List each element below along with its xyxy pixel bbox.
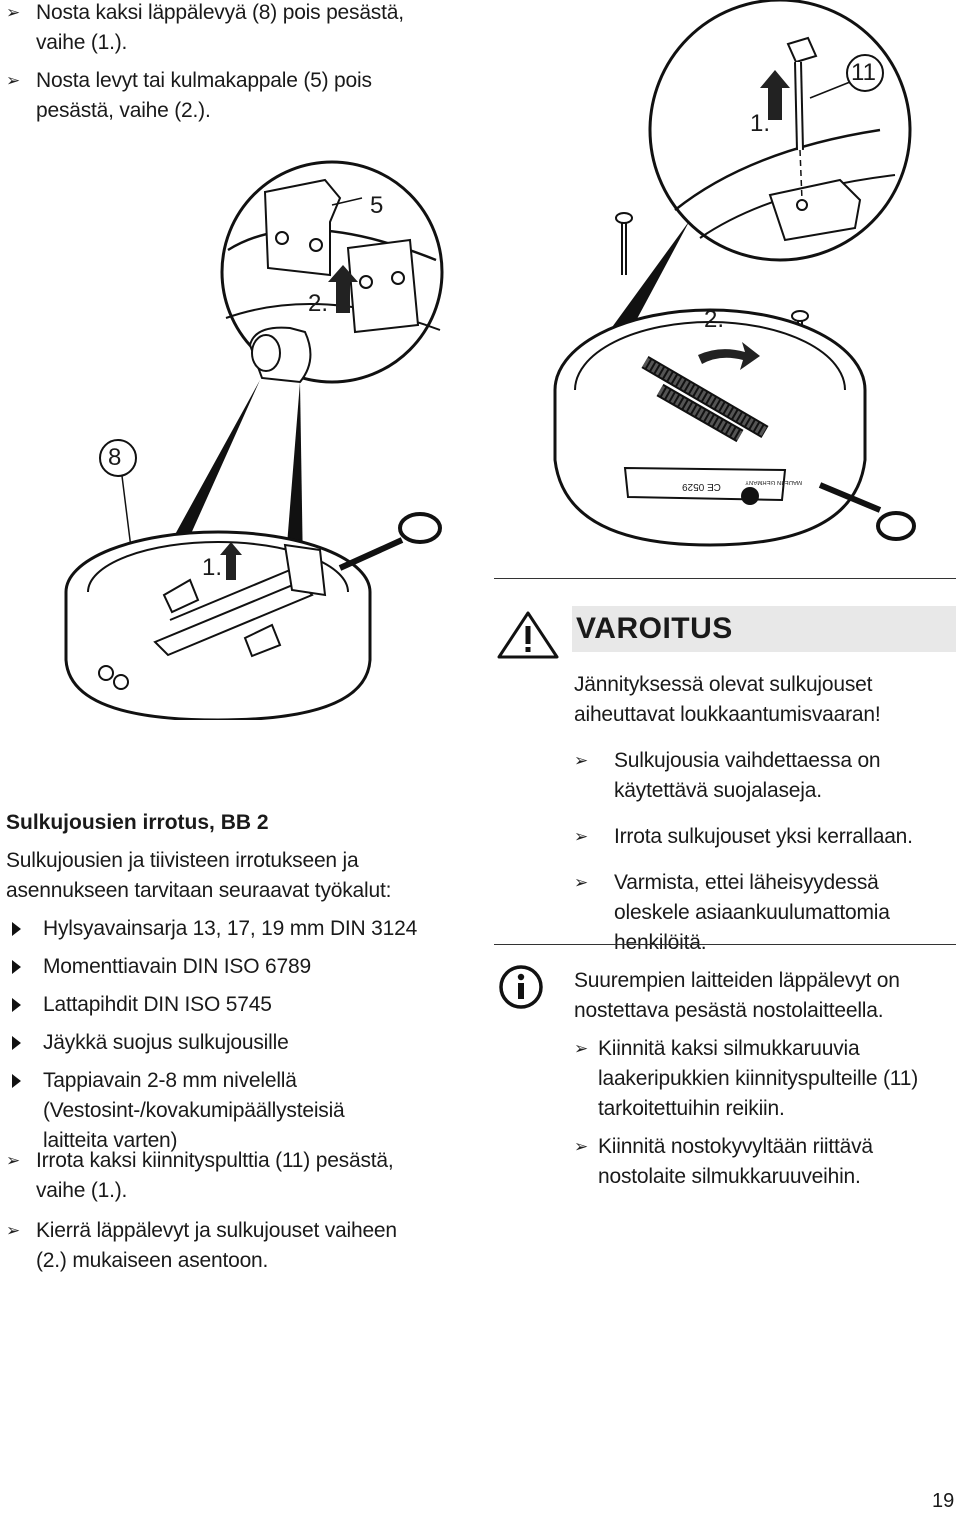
arrow-bullet-icon: ➢ <box>574 827 589 846</box>
step-2-label-right: 2. <box>704 306 725 333</box>
section-heading: Sulkujousien irrotus, BB 2 <box>6 811 269 834</box>
info-icon <box>499 965 543 1009</box>
tool-item-text: Jäykkä suojus sulkujousille <box>43 1031 289 1054</box>
arrow-bullet-icon: ➢ <box>574 873 589 892</box>
warning-bottom-rule <box>494 944 956 945</box>
arrow-bullet-icon: ➢ <box>6 1221 21 1240</box>
arrow-bullet-icon: ➢ <box>6 71 21 90</box>
warning-triangle-icon <box>497 611 559 659</box>
warning-item: ➢ Sulkujousia vaihdettaessa on käytettäv… <box>574 746 934 806</box>
page-number: 19 <box>932 1490 955 1512</box>
arrow-bullet-icon: ➢ <box>574 751 589 770</box>
triangle-bullet-icon <box>12 922 21 936</box>
tool-item-text: Lattapihdit DIN ISO 5745 <box>43 993 272 1016</box>
top-step-1-text: Nosta kaksi läppälevyä (8) pois pesästä,… <box>36 1 404 54</box>
step-item-text: Irrota kaksi kiinnityspulttia (11) pesäs… <box>36 1149 394 1202</box>
figure-left-housing <box>64 160 444 720</box>
top-step-2: ➢ Nosta levyt tai kulmakappale (5) pois … <box>6 66 446 126</box>
arrow-bullet-icon: ➢ <box>574 1039 589 1058</box>
step-1-label: 1. <box>202 554 223 581</box>
tool-item: Lattapihdit DIN ISO 5745 <box>6 990 456 1020</box>
tool-item-text: Momenttiavain DIN ISO 6789 <box>43 955 311 978</box>
nameplate-ce: CE 0529 <box>682 481 721 492</box>
warning-item-text: Irrota sulkujouset yksi kerrallaan. <box>614 825 913 848</box>
triangle-bullet-icon <box>12 960 21 974</box>
arrow-bullet-icon: ➢ <box>574 1137 589 1156</box>
info-item: ➢ Kiinnitä nostokyvyltään riittävä nosto… <box>574 1132 958 1192</box>
tool-item: Jäykkä suojus sulkujousille <box>6 1028 456 1058</box>
arrow-bullet-icon: ➢ <box>6 1151 21 1170</box>
step-item-text: Kierrä läppälevyt ja sulkujouset vaiheen… <box>36 1219 397 1272</box>
nameplate-made: MADE IN GERMANY <box>745 479 803 485</box>
tool-item: Tappiavain 2-8 mm nivelellä (Vestosint-/… <box>6 1066 426 1156</box>
step-2-label: 2. <box>308 290 329 317</box>
triangle-bullet-icon <box>12 1036 21 1050</box>
info-lead: Suurempien laitteiden läppälevyt on nost… <box>574 969 900 1022</box>
callout-11: 11 <box>851 59 876 86</box>
step-item: ➢ Kierrä läppälevyt ja sulkujouset vaihe… <box>6 1216 446 1276</box>
step-1-label-right: 1. <box>750 110 771 137</box>
warning-lead: Jännityksessä olevat sulkujouset aiheutt… <box>574 673 881 726</box>
figure-right-housing <box>553 0 916 547</box>
info-item: ➢ Kiinnitä kaksi silmukkaruuvia laakerip… <box>574 1034 954 1124</box>
callout-8: 8 <box>108 444 122 471</box>
tool-item-text: Tappiavain 2-8 mm nivelellä (Vestosint-/… <box>43 1069 345 1152</box>
warning-item-text: Sulkujousia vaihdettaessa on käytettävä … <box>614 749 881 802</box>
info-item-text: Kiinnitä kaksi silmukkaruuvia laakeripuk… <box>598 1037 919 1120</box>
warning-title-bar: VAROITUS <box>572 606 956 652</box>
warning-item: ➢ Varmista, ettei läheisyydessä oleskele… <box>574 868 954 958</box>
warning-title: VAROITUS <box>576 612 733 645</box>
tool-item-text: Hylsyavainsarja 13, 17, 19 mm DIN 3124 <box>43 917 418 940</box>
section-intro: Sulkujousien ja tiivisteen irrotukseen j… <box>6 849 392 902</box>
warning-top-rule <box>494 578 956 579</box>
info-item-text: Kiinnitä nostokyvyltään riittävä nostola… <box>598 1135 873 1188</box>
arrow-bullet-icon: ➢ <box>6 3 21 22</box>
top-step-1: ➢ Nosta kaksi läppälevyä (8) pois pesäst… <box>6 0 446 58</box>
callout-5: 5 <box>370 192 384 219</box>
tool-item: Momenttiavain DIN ISO 6789 <box>6 952 456 982</box>
tool-item: Hylsyavainsarja 13, 17, 19 mm DIN 3124 <box>6 914 456 944</box>
warning-item: ➢ Irrota sulkujouset yksi kerrallaan. <box>574 822 954 852</box>
triangle-bullet-icon <box>12 998 21 1012</box>
top-step-2-text: Nosta levyt tai kulmakappale (5) pois pe… <box>36 69 372 122</box>
warning-item-text: Varmista, ettei läheisyydessä oleskele a… <box>614 871 890 954</box>
step-item: ➢ Irrota kaksi kiinnityspulttia (11) pes… <box>6 1146 446 1206</box>
triangle-bullet-icon <box>12 1074 21 1088</box>
